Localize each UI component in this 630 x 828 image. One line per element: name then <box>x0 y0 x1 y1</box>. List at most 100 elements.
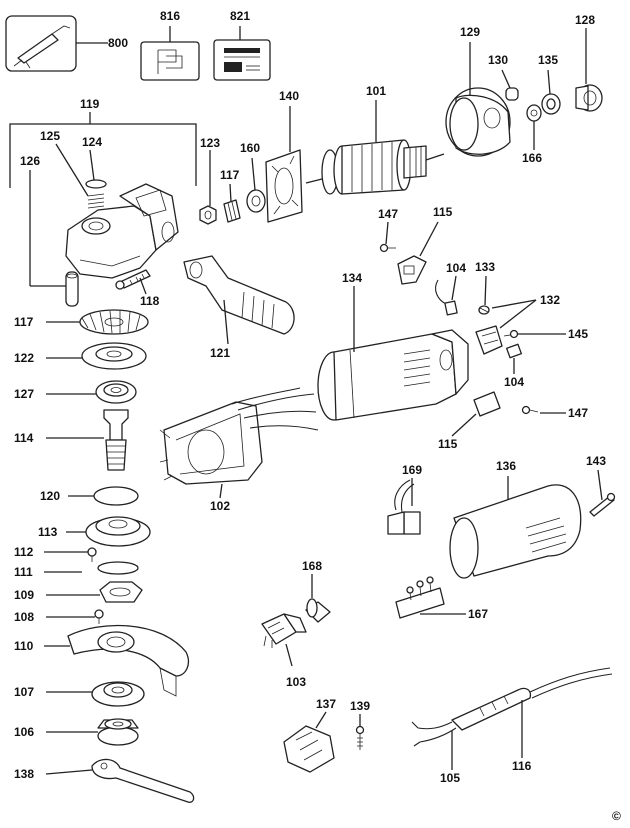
part-138-spanner <box>45 758 195 803</box>
part-147-screw-upper <box>379 221 396 253</box>
label-118: 118 <box>140 294 160 308</box>
part-107-flange-nut <box>46 681 145 707</box>
copyright-symbol: © <box>612 809 621 823</box>
label-130: 130 <box>488 53 508 67</box>
label-112: 112 <box>14 545 34 559</box>
label-167: 167 <box>468 607 488 621</box>
label-104-lower: 104 <box>504 375 524 389</box>
label-143: 143 <box>586 454 606 468</box>
part-117-crown-gear <box>46 309 149 335</box>
part-112-screw <box>44 547 97 562</box>
part-137-cord-clamp <box>283 711 335 773</box>
part-124-circlip <box>85 149 107 189</box>
label-122: 122 <box>14 351 34 365</box>
label-135: 135 <box>538 53 558 67</box>
part-119-gear-case <box>65 183 179 279</box>
part-126-spindle-lock-pin <box>29 170 79 307</box>
part-167-terminal-block <box>395 576 466 619</box>
part-166-washer <box>526 104 542 150</box>
label-123: 123 <box>200 136 220 150</box>
part-133-spring <box>478 275 490 315</box>
part-117-pinion <box>223 183 241 223</box>
part-129-bearing-case <box>445 42 511 157</box>
part-108-screw <box>46 609 104 624</box>
label-132: 132 <box>540 293 560 307</box>
label-128: 128 <box>575 13 595 27</box>
part-168-switch-knob <box>305 574 331 623</box>
part-105-cable <box>411 721 457 770</box>
label-125: 125 <box>40 129 60 143</box>
part-111-ring <box>44 561 139 575</box>
part-800-tool-box-illustration <box>5 15 108 72</box>
part-115-brush-cover-lower <box>451 391 501 437</box>
part-134-motor-housing <box>317 286 469 421</box>
part-109-clamp <box>46 581 143 603</box>
label-107: 107 <box>14 685 34 699</box>
part-104-brush-lower <box>506 343 522 374</box>
part-125-spring <box>55 143 105 209</box>
part-120-o-ring <box>68 486 139 506</box>
part-127-bearing <box>46 380 137 404</box>
label-140: 140 <box>279 89 299 103</box>
part-106-outer-flange <box>46 718 139 746</box>
part-139-screw <box>355 714 365 750</box>
label-126: 126 <box>20 154 40 168</box>
label-106: 106 <box>14 725 34 739</box>
part-130-bushing <box>501 69 519 101</box>
part-140-baffle <box>265 106 303 223</box>
label-109: 109 <box>14 588 34 602</box>
part-113-bearing-housing <box>66 516 151 547</box>
label-108: 108 <box>14 610 34 624</box>
label-127: 127 <box>14 387 34 401</box>
label-160: 160 <box>240 141 260 155</box>
label-113: 113 <box>38 525 58 539</box>
label-115-upper: 115 <box>433 205 453 219</box>
label-800: 800 <box>108 36 128 50</box>
label-101: 101 <box>366 84 386 98</box>
label-139: 139 <box>350 699 370 713</box>
part-102-field <box>159 387 319 499</box>
part-816-label-plate <box>140 26 200 81</box>
part-115-brush-cover-upper <box>397 221 439 285</box>
part-110-guard <box>44 624 190 697</box>
part-128-rubber-ring <box>575 28 603 112</box>
part-147-screw-lower <box>521 405 566 415</box>
label-121: 121 <box>210 346 230 360</box>
part-119-gear-case-assembly-bracket <box>9 112 197 188</box>
part-143-screw <box>589 469 616 517</box>
part-101-armature <box>305 100 445 195</box>
label-114: 114 <box>14 431 34 445</box>
part-118-screw <box>115 269 151 295</box>
label-104-upper: 104 <box>446 261 466 275</box>
part-116-cord-protector <box>451 667 613 758</box>
label-105: 105 <box>440 771 460 785</box>
part-114-spindle <box>46 409 129 471</box>
label-103: 103 <box>286 675 306 689</box>
part-169-capacitor <box>387 478 421 535</box>
label-119: 119 <box>80 97 100 111</box>
label-147-lower: 147 <box>568 406 588 420</box>
label-169: 169 <box>402 463 422 477</box>
label-129: 129 <box>460 25 480 39</box>
part-132-brush-holder <box>475 299 537 355</box>
part-145-screw <box>503 329 566 339</box>
label-816: 816 <box>160 9 180 23</box>
part-104-brush-upper <box>435 275 458 316</box>
label-115-lower: 115 <box>438 437 458 451</box>
label-138: 138 <box>14 767 34 781</box>
label-137: 137 <box>316 697 336 711</box>
part-122-flange <box>46 342 147 370</box>
label-117-upper: 117 <box>220 168 240 182</box>
label-168: 168 <box>302 559 322 573</box>
label-134: 134 <box>342 271 362 285</box>
part-160-bearing <box>246 157 266 213</box>
label-116: 116 <box>512 759 532 773</box>
label-147-upper: 147 <box>378 207 398 221</box>
label-133: 133 <box>475 260 495 274</box>
part-123-nut <box>199 150 217 225</box>
part-103-switch <box>261 613 307 667</box>
label-166: 166 <box>522 151 542 165</box>
label-124: 124 <box>82 135 102 149</box>
part-135-bearing <box>541 69 561 115</box>
